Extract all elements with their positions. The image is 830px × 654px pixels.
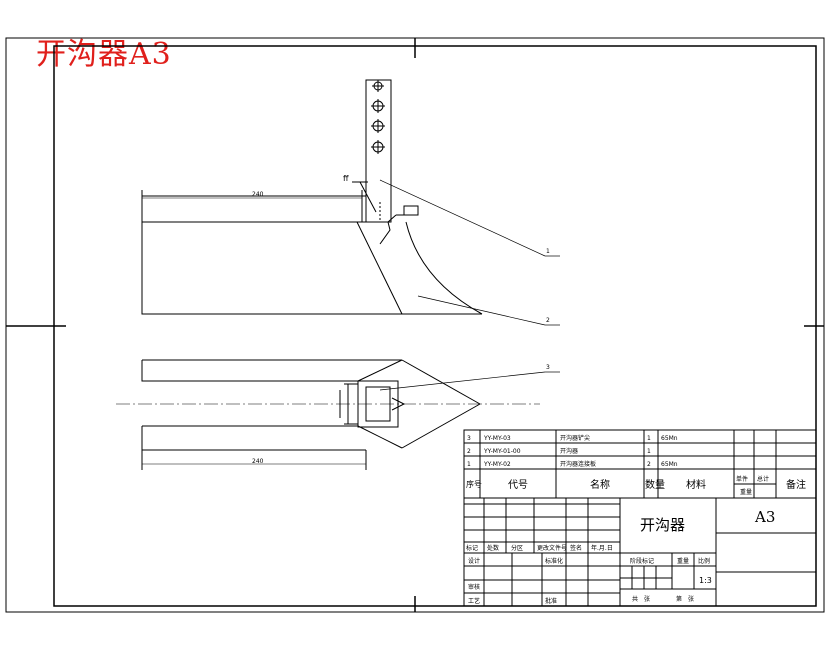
part-no: 1 xyxy=(467,461,471,468)
leader-label-2: 2 xyxy=(546,317,550,324)
top-length-dimension: 240 xyxy=(252,191,264,198)
inner-border xyxy=(53,45,817,607)
rev-label-sign: 签名 xyxy=(570,544,582,552)
parts-row: 2 YY-MY-01-00 开沟器 1 xyxy=(467,447,651,455)
header-unit: 单件 xyxy=(736,475,748,483)
title-block-grid xyxy=(463,497,817,607)
part-qty: 1 xyxy=(647,435,651,442)
bottom-length-dimension: 240 xyxy=(252,458,264,465)
rev-label-count: 处数 xyxy=(487,544,499,552)
header-code: 代号 xyxy=(508,479,528,491)
part-name: 开沟器连接板 xyxy=(560,460,596,468)
label-design: 设计 xyxy=(468,557,480,565)
label-stage: 阶段标记 xyxy=(630,557,654,565)
header-no: 序号 xyxy=(466,479,482,489)
front-view xyxy=(141,79,560,326)
part-code: YY-MY-02 xyxy=(483,461,511,468)
label-sheet-no: 第 张 xyxy=(676,595,694,603)
drawing-name: 开沟器 xyxy=(640,516,685,534)
bolt-holes xyxy=(371,80,385,154)
rev-label-zone: 分区 xyxy=(511,544,523,552)
part-name: 开沟器 xyxy=(560,447,578,455)
rev-label-date: 年.月.日 xyxy=(591,544,613,552)
part-material: 65Mn xyxy=(661,435,678,442)
label-process: 工艺 xyxy=(468,597,480,605)
fit-callout: ff xyxy=(343,174,349,183)
outer-frame xyxy=(5,37,825,613)
label-ratio: 比例 xyxy=(698,557,710,565)
part-name: 开沟器铲尖 xyxy=(560,434,590,442)
part-no: 2 xyxy=(467,448,471,455)
label-standard: 标准化 xyxy=(545,557,563,565)
header-total: 总计 xyxy=(757,475,769,483)
rev-label-mark: 标记 xyxy=(466,544,478,552)
parts-row: 3 YY-MY-03 开沟器铲尖 1 65Mn xyxy=(467,434,678,442)
header-weight: 重量 xyxy=(740,488,752,496)
part-qty: 2 xyxy=(647,461,651,468)
part-code: YY-MY-01-00 xyxy=(483,448,521,455)
header-qty: 数量 xyxy=(645,478,665,491)
part-code: YY-MY-03 xyxy=(483,435,511,442)
leader-label-1: 1 xyxy=(546,248,550,255)
part-no: 3 xyxy=(467,435,471,442)
header-remark: 备注 xyxy=(786,478,806,491)
label-sheets-total: 共 张 xyxy=(632,595,650,603)
header-material: 材料 xyxy=(686,478,706,491)
label-weight: 重量 xyxy=(677,557,689,565)
scale-value: 1:3 xyxy=(699,576,712,585)
sheet-size: A3 xyxy=(754,508,775,526)
label-approve: 批准 xyxy=(545,597,557,605)
header-name: 名称 xyxy=(590,478,610,491)
parts-row: 1 YY-MY-02 开沟器连接板 2 65Mn xyxy=(467,460,678,468)
part-material: 65Mn xyxy=(661,461,678,468)
part-qty: 1 xyxy=(647,448,651,455)
drawing-heading: 开沟器A3 xyxy=(36,37,172,72)
leader-label-3: 3 xyxy=(546,364,550,371)
label-review: 审核 xyxy=(468,583,480,591)
centering-marks xyxy=(6,38,824,612)
rev-label-doc: 更改文件号 xyxy=(537,544,567,552)
top-view xyxy=(116,359,560,470)
